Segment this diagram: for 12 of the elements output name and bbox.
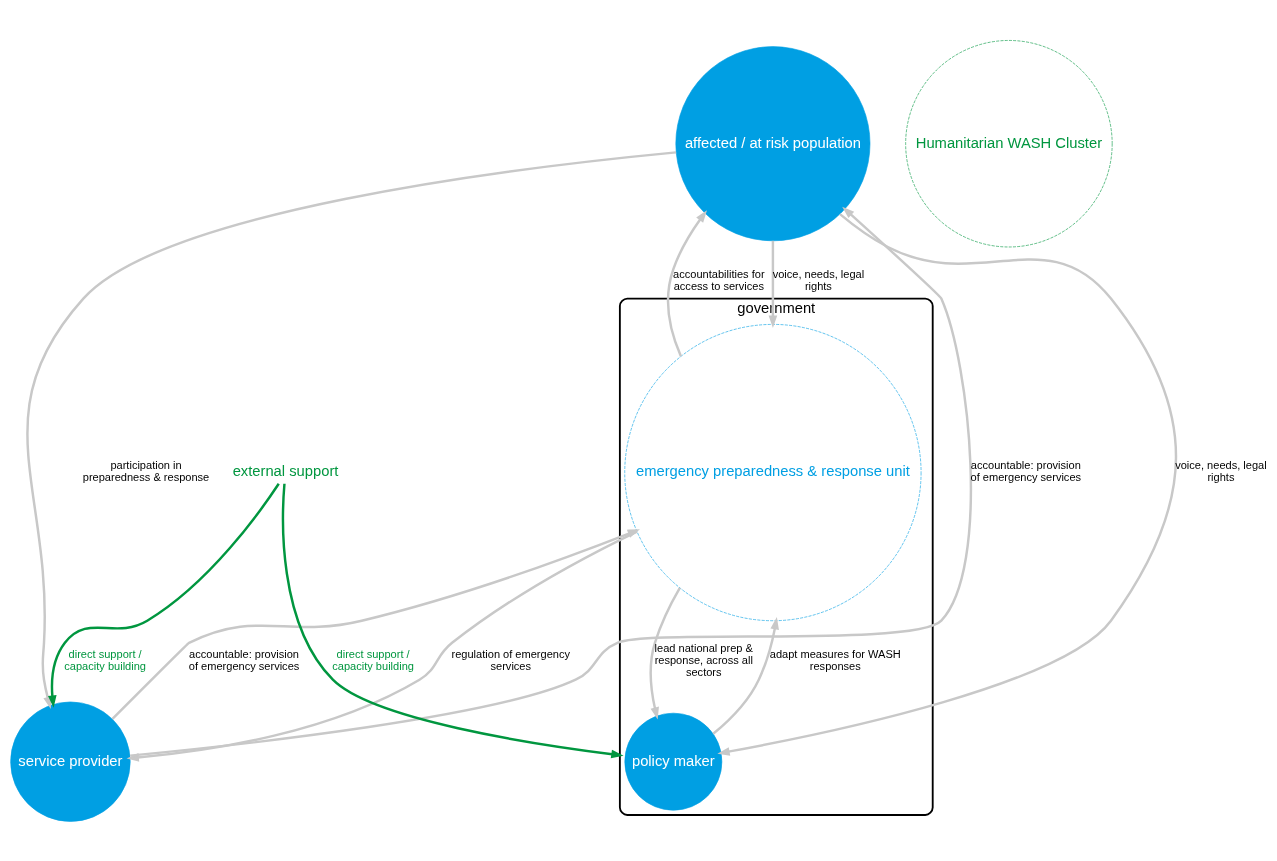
edge-label: accountable: provision of emergency services bbox=[970, 458, 1082, 483]
edge-label: direct support / capacity building bbox=[332, 647, 414, 672]
edge-label: regulation of emergency services bbox=[451, 647, 571, 672]
edge-label: accountabilities for access to services bbox=[673, 267, 765, 292]
edge-label: voice, needs, legal rights bbox=[772, 267, 865, 292]
node-text: external support bbox=[232, 462, 339, 479]
edge-label: accountable: provision of emergency services bbox=[188, 647, 300, 672]
edge-label: direct support / capacity building bbox=[64, 647, 146, 672]
edge-label: participation in preparedness & response bbox=[82, 458, 210, 483]
edge-label: voice, needs, legal rights bbox=[1175, 458, 1267, 483]
edge-label: adapt measures for WASH responses bbox=[769, 647, 901, 672]
edge-label: lead national prep & response, across all sectors bbox=[654, 641, 753, 678]
